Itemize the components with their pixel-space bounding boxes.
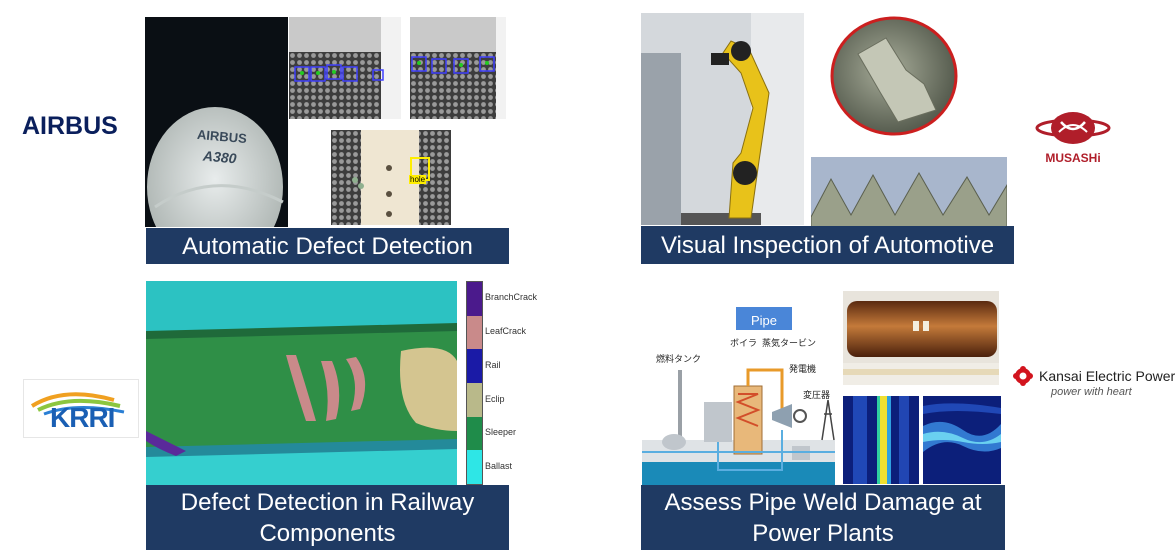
legend-label-ballast: Ballast [485, 461, 513, 471]
label-steam-turbine: 蒸気タービン [762, 339, 817, 349]
label-boiler: ボイラ [730, 339, 758, 349]
kansai-flower-icon [1013, 366, 1033, 386]
caption-assess-pipe-weld-damage: Assess Pipe Weld Damage at Power Plants [641, 485, 1005, 550]
ultrasonic-scan-image-2 [923, 396, 1001, 484]
legend-swatch-leafcrack [467, 315, 482, 350]
fuselage-model-text: A380 [202, 147, 238, 167]
legend-swatch-rail [467, 349, 482, 384]
pipe-callout: Pipe [736, 307, 792, 333]
kansai-logo-name: Kansai Electric Power [1039, 368, 1175, 384]
caption-defect-detection-railway: Defect Detection in Railway Components [146, 485, 509, 550]
legend-swatch-eclip [467, 383, 482, 417]
bevel-gear-photo [811, 157, 1007, 227]
label-generator: 発電機 [789, 365, 817, 375]
legend-label-sleeper: Sleeper [485, 427, 517, 437]
label-transformer: 変圧器 [803, 391, 831, 401]
legend-label-branchcrack: BranchCrack [485, 292, 538, 302]
pipe-weld-photo [843, 291, 999, 385]
mesh-detection-image-2 [410, 17, 506, 119]
krri-logo: KRRI [23, 379, 139, 438]
legend-swatch-sleeper [467, 416, 482, 451]
robot-arm-photo [641, 13, 804, 225]
hole-detection-label: hole [409, 175, 427, 184]
musashi-logo: MUSASHi [1033, 106, 1113, 166]
label-fuel-tank: 燃料タンク [656, 355, 702, 365]
caption-visual-inspection-automotive: Visual Inspection of Automotive [641, 226, 1014, 264]
power-plant-diagram: 燃料タンク ボイラ 蒸気タービン 発電機 変圧器 [642, 330, 835, 485]
fuselage-illustration [147, 107, 284, 227]
mesh-detection-image-1 [289, 17, 401, 119]
hole-detection-image: hole [331, 130, 451, 225]
kansai-electric-logo: Kansai Electric Power power with heart [1013, 366, 1175, 402]
legend-swatch-branchcrack [467, 282, 482, 316]
kansai-logo-tagline: power with heart [1051, 386, 1132, 398]
legend-label-leafcrack: LeafCrack [485, 326, 527, 336]
gear-closeup-photo [828, 14, 960, 138]
ultrasonic-scan-image-1 [843, 396, 919, 484]
legend-swatch-ballast [467, 450, 482, 485]
airbus-logo: AIRBUS [22, 112, 118, 140]
airbus-fuselage-photo: AIRBUS A380 [145, 17, 288, 227]
musashi-emblem-icon [1035, 112, 1111, 144]
legend-label-rail: Rail [485, 360, 501, 370]
caption-automatic-defect-detection: Automatic Defect Detection [146, 228, 509, 264]
legend-label-eclip: Eclip [485, 394, 505, 404]
legend-color-bar [466, 281, 483, 485]
segmentation-legend: BranchCrack LeafCrack Rail Eclip Sleeper… [466, 281, 556, 485]
railway-segmentation-image [146, 281, 457, 485]
